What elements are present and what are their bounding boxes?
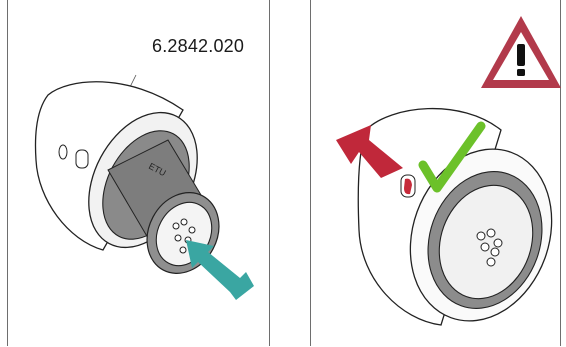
side-latch — [75, 149, 89, 169]
side-hole — [58, 144, 68, 160]
connector-insert-drawing: ETU — [34, 74, 254, 300]
insert-face — [438, 184, 534, 300]
checkmark-icon — [418, 121, 486, 193]
part-number-label: 6.2842.020 — [152, 36, 245, 56]
notch-highlight — [404, 178, 412, 195]
left-illustration-panel: ETU 6.2842.020 — [7, 0, 270, 346]
connector-check-drawing — [336, 16, 561, 326]
pointer-arrow-icon — [336, 125, 403, 178]
right-illustration-panel — [310, 0, 561, 346]
contact-pins — [476, 228, 503, 267]
push-arrow-icon — [186, 240, 254, 300]
warning-triangle-icon — [481, 16, 561, 88]
